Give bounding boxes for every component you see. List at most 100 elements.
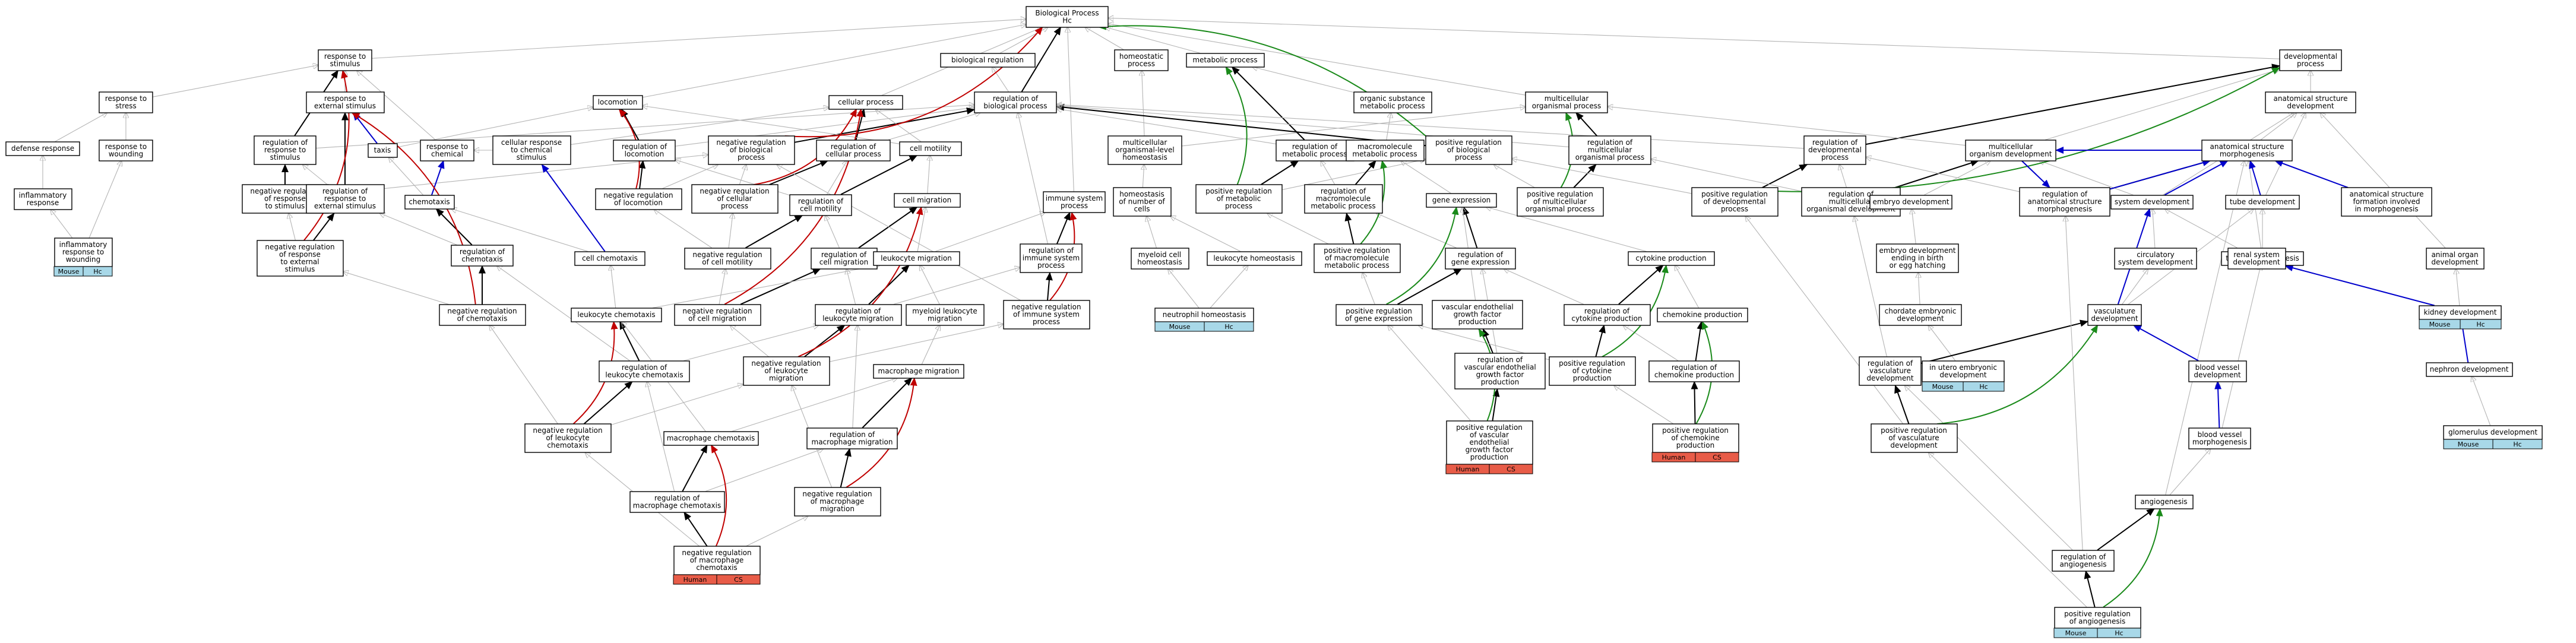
term-node-metab[interactable]: metabolic process — [1186, 53, 1265, 68]
term-node-angio[interactable]: angiogenesis — [2135, 495, 2194, 509]
term-node-cellmig[interactable]: cell migration — [894, 193, 961, 208]
term-node-macmig[interactable]: macrophage migration — [873, 364, 964, 379]
term-node-geneexp[interactable]: gene expression — [1426, 193, 1497, 208]
term-node-cellproc[interactable]: cellular process — [828, 95, 903, 110]
term-node-leukhomeo[interactable]: leukocyte homeostasis — [1207, 251, 1302, 266]
term-node-sysdev[interactable]: system development — [2110, 195, 2194, 210]
term-node-kidneydev[interactable]: kidney development — [2419, 305, 2502, 320]
term-node-embdev[interactable]: embryo development — [1869, 195, 1952, 210]
term-node-cellchemo[interactable]: cell chemotaxis — [574, 251, 645, 266]
term-node-nephron[interactable]: nephron development — [2426, 362, 2513, 377]
term-node-macchemo[interactable]: macrophage chemotaxis — [663, 431, 759, 446]
term-node-defense[interactable]: defense response — [5, 141, 80, 156]
term-node-cellmot[interactable]: cell motility — [899, 141, 962, 156]
term-node-leukchemo[interactable]: leukocyte chemotaxis — [571, 308, 662, 322]
term-node-loco[interactable]: locomotion — [593, 95, 643, 110]
term-node-chemotaxis[interactable]: chemotaxis — [404, 195, 455, 210]
term-node-glom[interactable]: glomerulus development — [2443, 425, 2543, 440]
term-node-cytoprod[interactable]: cytokine production — [1628, 251, 1715, 266]
term-node-tubedev[interactable]: tube development — [2225, 195, 2300, 210]
term-node-chemoprod[interactable]: chemokine production — [1657, 308, 1748, 322]
term-node-breg[interactable]: biological regulation — [940, 53, 1036, 68]
term-node-neuthomeo[interactable]: neutrophil homeostasis — [1154, 308, 1254, 322]
term-node-leukmig[interactable]: leukocyte migration — [873, 251, 960, 266]
